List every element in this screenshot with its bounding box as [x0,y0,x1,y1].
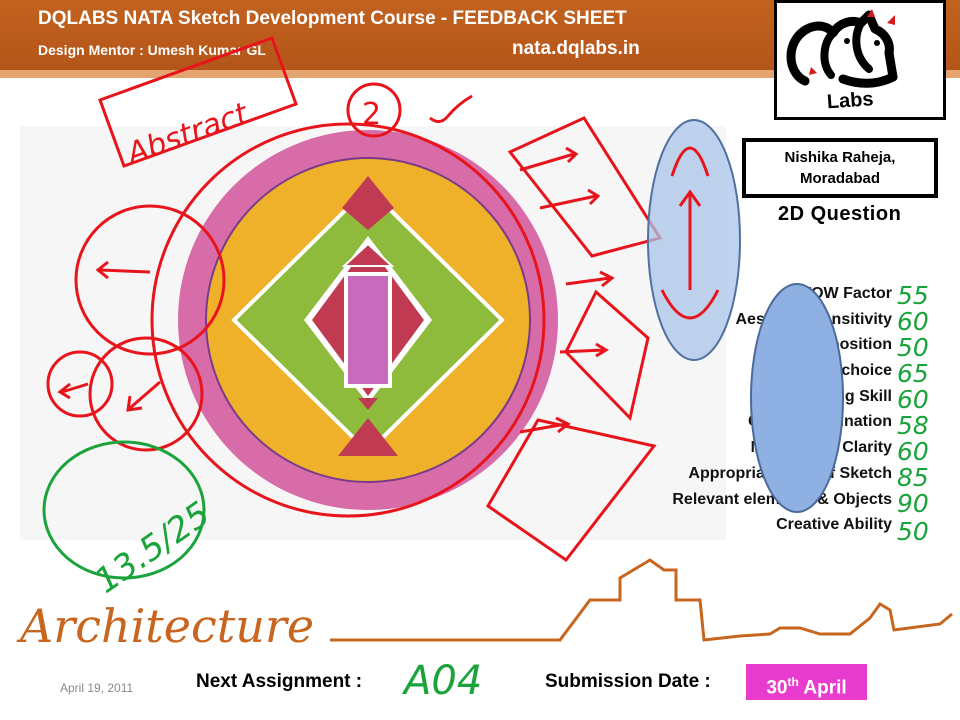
architecture-skyline-decoration: Architecture [16,558,953,653]
submission-date-badge: 30th April [746,664,867,700]
score-value: 90 [897,489,929,518]
score-value: 50 [897,517,929,546]
total-score-text: 13.5/25 [88,494,218,602]
student-name: Nishika Raheja, [784,149,896,166]
question-number-text: 2 [362,97,381,132]
student-name-box: Nishika Raheja, Moradabad [742,138,938,198]
criteria-scores: 55 60 50 65 60 58 60 85 90 50 [897,281,929,546]
criterion-item: Creative Ability [776,516,892,534]
abstract-label-annotation: Abstract [98,36,298,173]
score-value: 58 [897,411,929,440]
next-assignment-label: Next Assignment : [196,671,363,692]
header-band [0,70,960,78]
sheet-title: DQLABS NATA Sketch Development Course - … [38,8,627,29]
question-type: 2D Question [778,203,902,225]
website: nata.dqlabs.in [512,38,640,59]
logo-labs-text: Labs [826,88,874,113]
vertical-flow-annotation [660,146,720,320]
tick-mark-icon [429,94,473,123]
score-value: 55 [897,281,929,310]
design-mentor: Design Mentor : Umesh Kumar GL [38,42,266,58]
score-value: 65 [897,359,929,388]
expansion-circles-annotation [46,122,546,518]
blue-ellipse-overlay-2 [750,283,844,513]
student-city: Moradabad [799,170,880,187]
score-value: 85 [897,463,929,492]
dqlabs-logo: Labs [774,0,946,120]
score-value: 60 [897,385,929,414]
submission-date-label: Submission Date : [545,671,711,692]
submission-day-suffix: th [787,675,799,689]
student-sketch [20,126,726,540]
outward-shapes-annotation [486,116,663,563]
score-value: 60 [897,437,929,466]
submission-month: April [803,677,847,699]
question-number-annotation: 2 [346,82,402,138]
sheet-date: April 19, 2011 [60,681,134,695]
submission-day: 30 [766,677,788,699]
next-assignment-value: A04 [401,658,482,704]
total-score-annotation: 13.5/25 [42,440,218,602]
blue-ellipse-overlay [647,119,741,361]
architecture-word: Architecture [16,599,314,653]
abstract-mandala-drawing [178,130,558,510]
score-value: 50 [897,333,929,362]
dqlabs-logo-icon: Labs [786,9,898,113]
score-value: 60 [897,307,929,336]
